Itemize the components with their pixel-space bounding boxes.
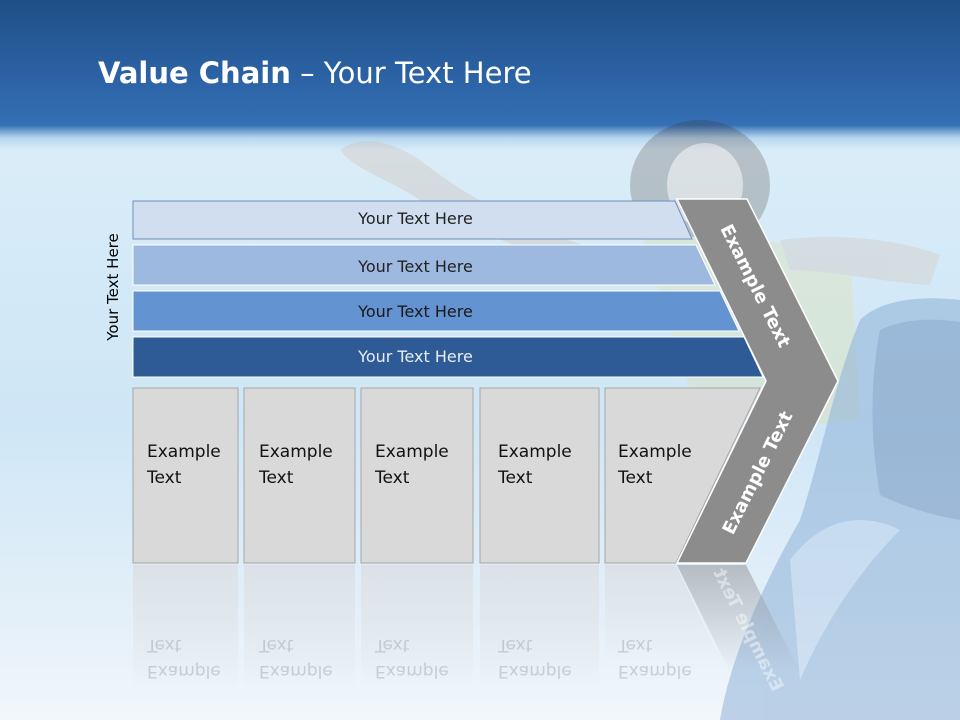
primary-box-1 bbox=[132, 387, 239, 564]
photo-car-window bbox=[872, 319, 960, 520]
box-reflection-1 bbox=[133, 565, 238, 695]
primary-box-5 bbox=[604, 387, 761, 564]
support-bar-1 bbox=[132, 200, 693, 240]
primary-box-4 bbox=[479, 387, 600, 564]
support-bar-label-2: Your Text Here bbox=[358, 257, 473, 276]
page-title: Value Chain – Your Text Here bbox=[98, 56, 532, 90]
box-reflection-3 bbox=[361, 565, 473, 695]
support-bar-label-3: Your Text Here bbox=[358, 302, 473, 321]
primary-box-3 bbox=[360, 387, 474, 564]
box-reflection-2 bbox=[244, 565, 355, 695]
photo-arm-right bbox=[780, 236, 940, 285]
box-reflection-4 bbox=[480, 565, 599, 695]
support-bar-label-1: Your Text Here bbox=[358, 209, 473, 228]
margin-chevron bbox=[675, 198, 839, 564]
photo-car-highlight bbox=[790, 520, 900, 680]
primary-box-2 bbox=[243, 387, 356, 564]
box-reflection-5 bbox=[605, 565, 720, 660]
support-bar-label-4: Your Text Here bbox=[358, 347, 473, 366]
support-bar-2 bbox=[132, 244, 716, 286]
header-band bbox=[0, 0, 960, 150]
support-bar-4 bbox=[132, 336, 764, 378]
support-bar-3 bbox=[132, 290, 740, 332]
chevron-reflection bbox=[677, 565, 800, 672]
